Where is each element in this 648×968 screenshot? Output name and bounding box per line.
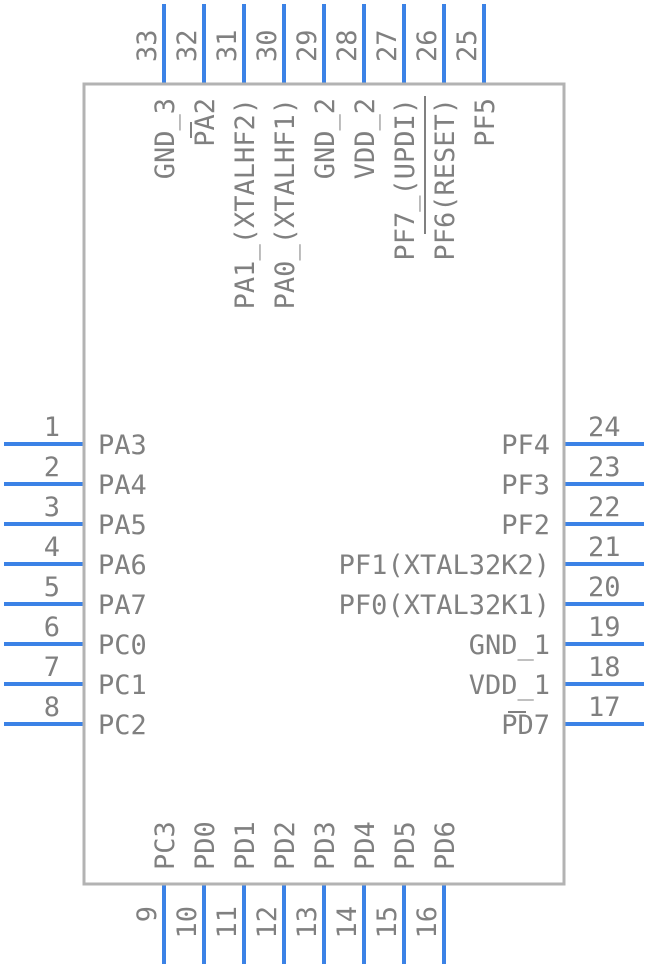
- pin-label-pf2: PF2: [501, 510, 550, 541]
- pin-number-22: 22: [588, 492, 621, 523]
- pin-label-pc0: PC0: [98, 630, 147, 661]
- pin-number-32: 32: [172, 29, 203, 62]
- pin-label-pa0-xtalhf1: PA0_(XTALHF1): [270, 98, 301, 309]
- pin-label-pa3: PA3: [98, 430, 147, 461]
- pin-number-23: 23: [588, 452, 621, 483]
- pin-label-gnd-3: GND_3: [150, 98, 181, 179]
- pin-number-21: 21: [588, 532, 621, 563]
- pin-label-vdd-2: VDD_2: [350, 98, 381, 179]
- pin-label-gnd-1: GND_1: [469, 630, 550, 661]
- pin-number-25: 25: [452, 29, 483, 62]
- pin-number-31: 31: [212, 29, 243, 62]
- pin-number-24: 24: [588, 412, 621, 443]
- pin-label-pd2: PD2: [270, 821, 301, 870]
- pin-label-pa1-xtalhf2: PA1_(XTALHF2): [230, 98, 261, 309]
- pin-label-vdd-1: VDD_1: [469, 670, 550, 701]
- pin-label-pc3: PC3: [150, 821, 181, 870]
- pin-label-pa2: PA2: [190, 98, 221, 147]
- pin-label-pc1: PC1: [98, 670, 147, 701]
- pin-label-pc2: PC2: [98, 710, 147, 741]
- pin-number-29: 29: [292, 29, 323, 62]
- pin-number-10: 10: [172, 906, 203, 939]
- ic-body: [82, 82, 566, 886]
- pin-label-pd3: PD3: [310, 821, 341, 870]
- pin-label-pd4: PD4: [350, 821, 381, 870]
- pin-number-4: 4: [44, 532, 60, 563]
- pin-number-5: 5: [44, 572, 60, 603]
- pin-label-pd0: PD0: [190, 821, 221, 870]
- pin-number-27: 27: [372, 29, 403, 62]
- pin-label-pf4: PF4: [501, 430, 550, 461]
- pin-number-26: 26: [412, 29, 443, 62]
- pin-number-16: 16: [412, 906, 443, 939]
- pin-number-9: 9: [132, 906, 163, 922]
- pin-number-19: 19: [588, 612, 621, 643]
- pin-number-33: 33: [132, 29, 163, 62]
- pin-number-12: 12: [252, 906, 283, 939]
- pin-number-11: 11: [212, 906, 243, 939]
- pin-number-1: 1: [44, 412, 60, 443]
- pin-label-pa4: PA4: [98, 470, 147, 501]
- pin-number-14: 14: [332, 906, 363, 939]
- pin-label-pf7-updi: PF7_(UPDI): [390, 98, 421, 261]
- pin-label-pd1: PD1: [230, 821, 261, 870]
- pin-label-pd6: PD6: [430, 821, 461, 870]
- pin-number-8: 8: [44, 692, 60, 723]
- pin-label-pa5: PA5: [98, 510, 147, 541]
- pin-lines: [4, 4, 644, 964]
- pin-label-pf3: PF3: [501, 470, 550, 501]
- pin-number-13: 13: [292, 906, 323, 939]
- pin-number-2: 2: [44, 452, 60, 483]
- pin-number-15: 15: [372, 906, 403, 939]
- pin-label-gnd-2: GND_2: [310, 98, 341, 179]
- pin-number-30: 30: [252, 29, 283, 62]
- pin-label-pa6: PA6: [98, 550, 147, 581]
- pin-number-3: 3: [44, 492, 60, 523]
- pin-number-18: 18: [588, 652, 621, 683]
- pin-label-pf0-xtal32k1: PF0(XTAL32K1): [339, 590, 550, 621]
- pin-label-pf1-xtal32k2: PF1(XTAL32K2): [339, 550, 550, 581]
- pin-number-20: 20: [588, 572, 621, 603]
- pin-number-28: 28: [332, 29, 363, 62]
- pin-label-pf6-reset: PF6(RESET): [430, 98, 461, 261]
- pin-number-7: 7: [44, 652, 60, 683]
- overbars: [190, 96, 526, 713]
- pin-label-pf5: PF5: [470, 98, 501, 147]
- pin-label-pa7: PA7: [98, 590, 147, 621]
- pin-label-pd7: PD7: [501, 710, 550, 741]
- pin-number-17: 17: [588, 692, 621, 723]
- pin-number-6: 6: [44, 612, 60, 643]
- pin-label-pd5: PD5: [390, 821, 421, 870]
